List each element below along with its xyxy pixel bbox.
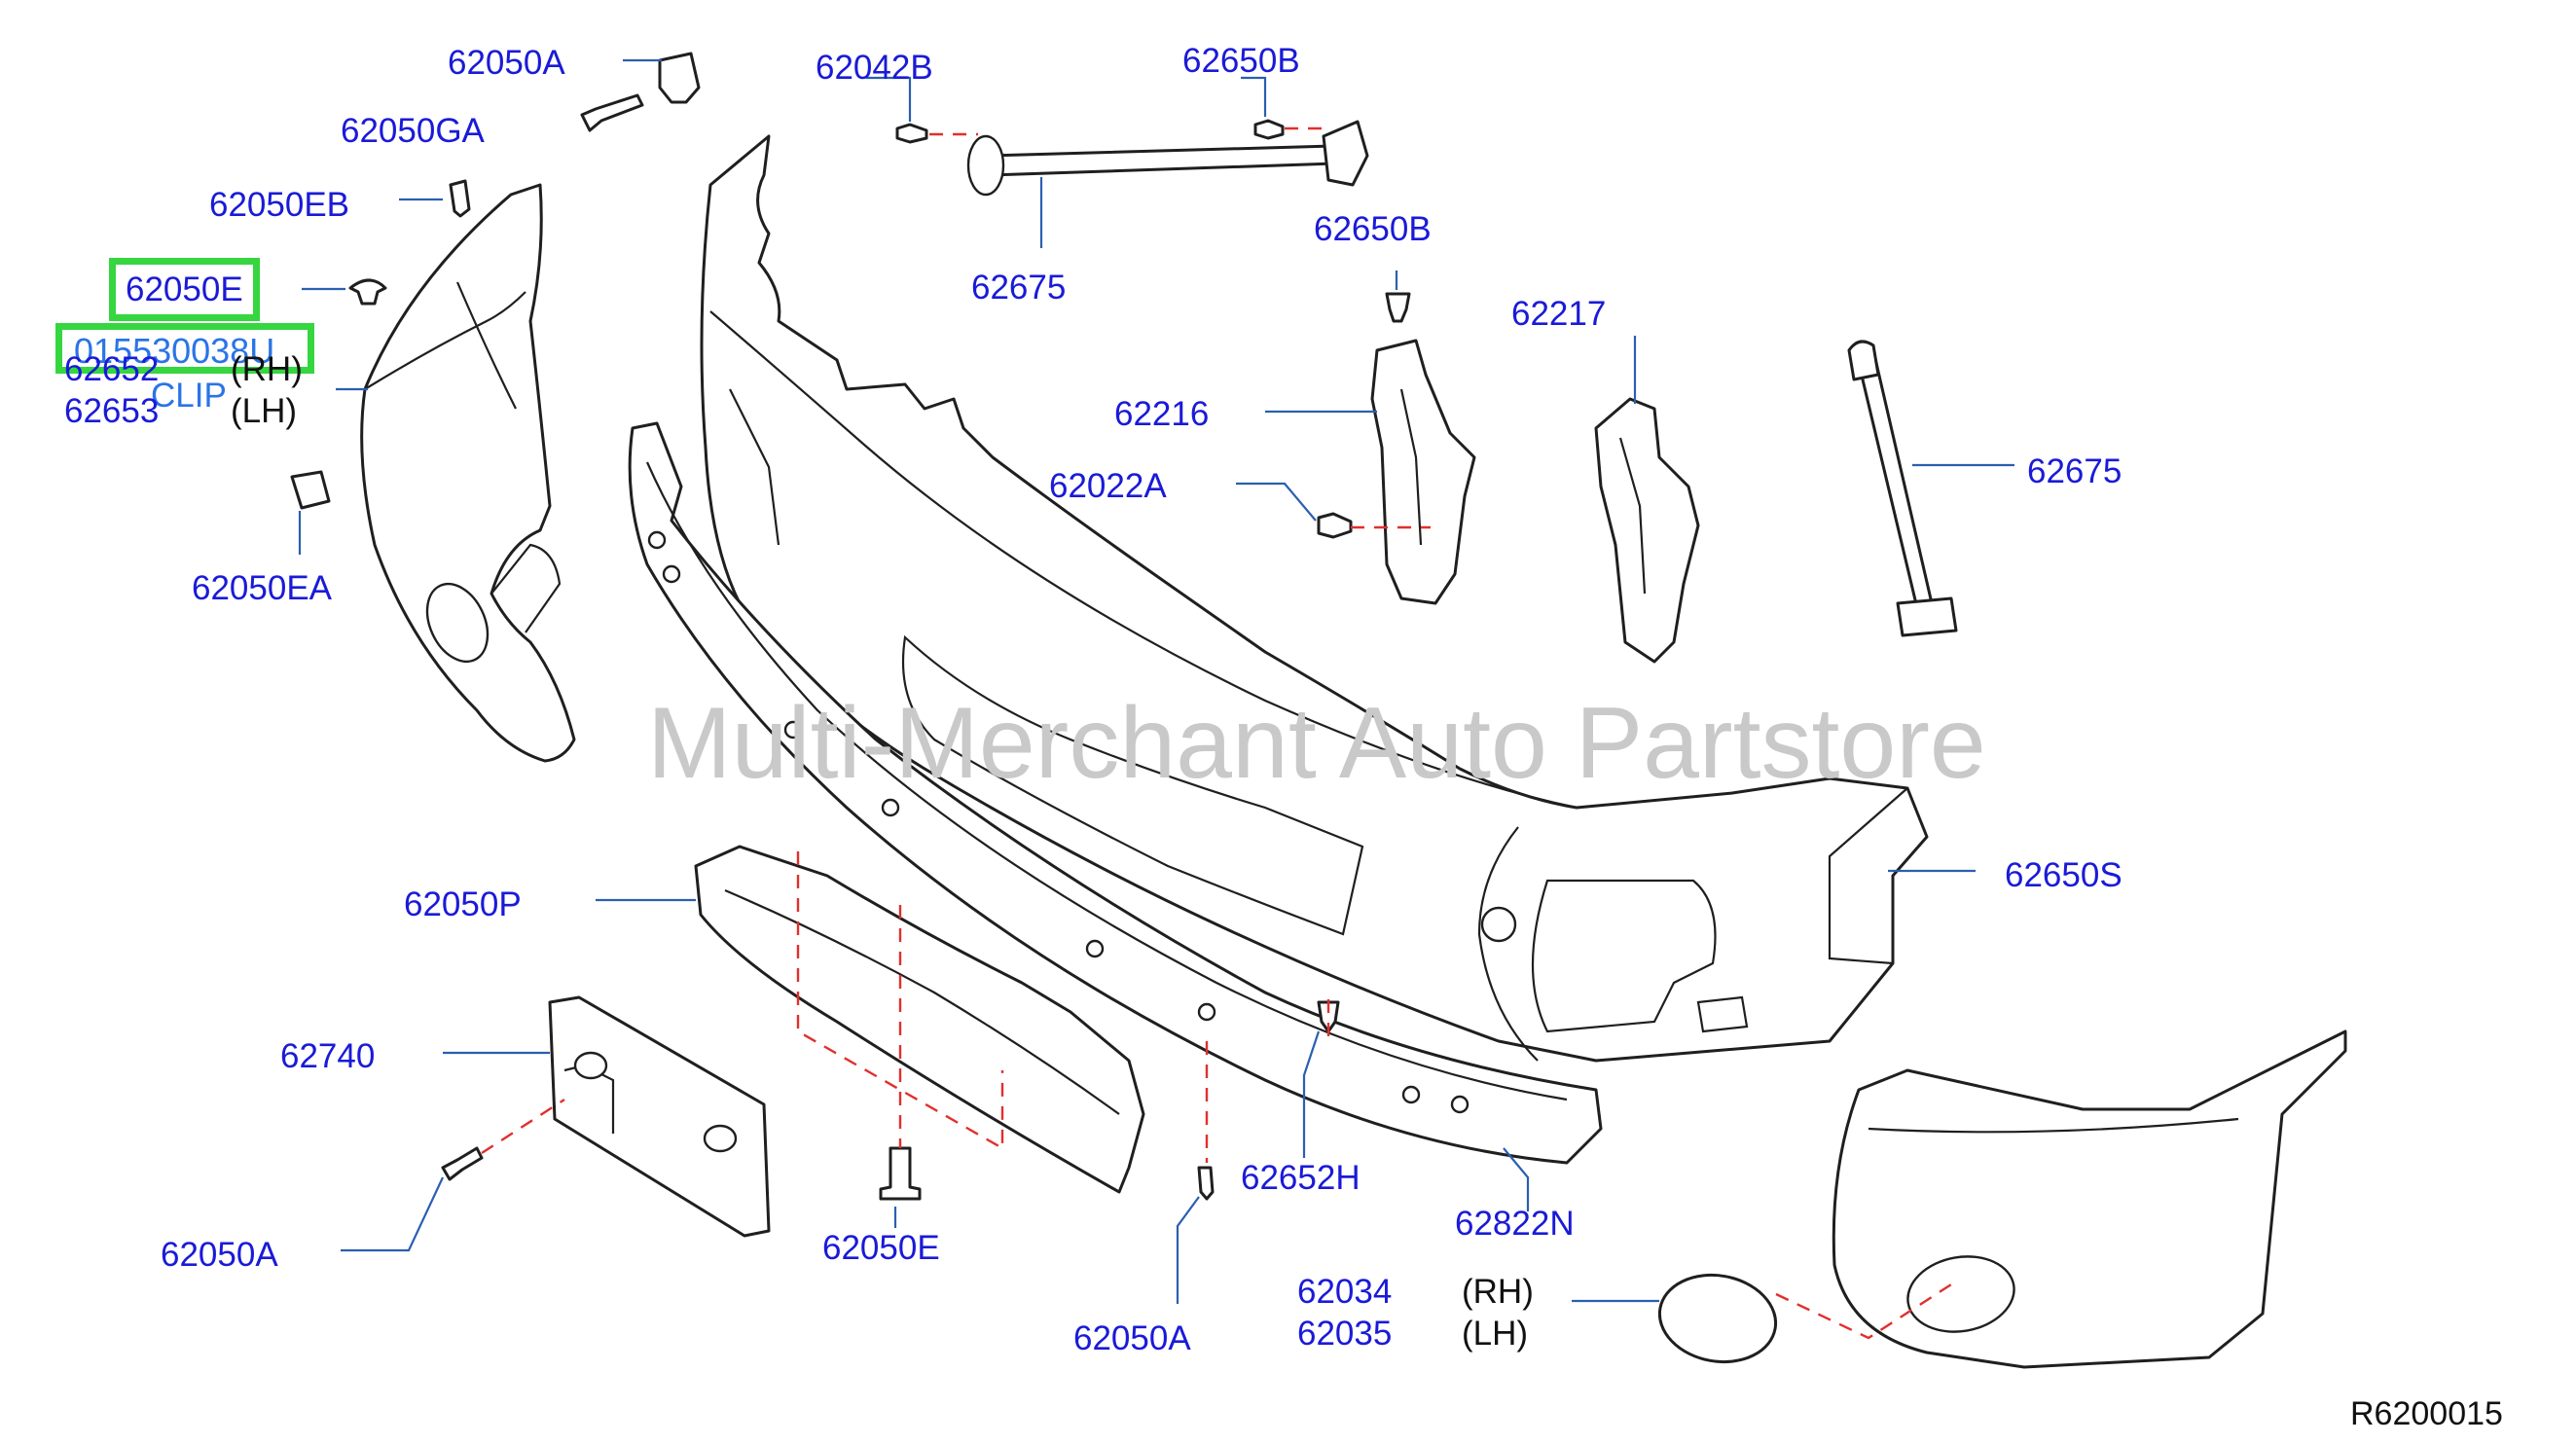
part-label-62050A-bottom[interactable]: 62050A: [1073, 1319, 1191, 1357]
fastener-icons: [290, 52, 1411, 1201]
license-plate-bracket-part: [548, 995, 771, 1238]
part-label-62050GA[interactable]: 62050GA: [341, 112, 485, 150]
main-bumper-reinforcement-part: [700, 134, 1929, 1063]
part-label-62217[interactable]: 62217: [1511, 295, 1607, 333]
part-label-62042B[interactable]: 62042B: [816, 49, 933, 87]
part-label-62675-top[interactable]: 62675: [971, 269, 1067, 307]
part-label-62822N[interactable]: 62822N: [1455, 1205, 1575, 1243]
vertical-stay-part: [1847, 340, 1958, 637]
lower-grille-panel-part: [694, 845, 1145, 1194]
diagram-reference-code: R6200015: [2350, 1395, 2503, 1432]
label-lh-left: (LH): [231, 392, 298, 430]
part-label-62740[interactable]: 62740: [280, 1037, 376, 1075]
part-label-62675-right[interactable]: 62675: [2027, 452, 2122, 490]
lower-valance-strip-part: [628, 421, 1603, 1165]
part-label-62050P[interactable]: 62050P: [404, 885, 522, 923]
label-rh-left: (RH): [231, 350, 303, 388]
part-label-62050EB[interactable]: 62050EB: [209, 186, 350, 224]
label-lh-right: (LH): [1462, 1315, 1529, 1353]
part-label-62650B-mid[interactable]: 62650B: [1314, 210, 1432, 248]
label-clip: CLIP: [151, 377, 227, 415]
dashed-alignment-lines: [481, 126, 1952, 1340]
part-label-62650B-top[interactable]: 62650B: [1182, 42, 1300, 80]
part-label-62652H[interactable]: 62652H: [1241, 1159, 1361, 1197]
part-label-015530038U[interactable]: 015530038U: [74, 331, 275, 371]
part-label-62050E-bottom[interactable]: 62050E: [822, 1229, 940, 1267]
part-label-62034[interactable]: 62034: [1297, 1273, 1393, 1311]
watermark-text: Multi-Merchant Auto Partstore: [647, 687, 1986, 800]
part-label-62050A-left[interactable]: 62050A: [161, 1236, 278, 1274]
part-label-62650S[interactable]: 62650S: [2005, 856, 2122, 894]
part-label-62653[interactable]: 62653: [64, 392, 160, 430]
part-label-62050EA[interactable]: 62050EA: [192, 569, 333, 607]
label-rh-right: (RH): [1462, 1273, 1534, 1311]
leader-lines: [298, 58, 2014, 1304]
part-label-62050E-top-highlighted[interactable]: 62050E: [109, 258, 260, 321]
bracket-62217-part: [1594, 397, 1700, 664]
fog-lamp-cover-part: [1657, 1273, 1778, 1364]
left-side-panel-part: [360, 183, 576, 763]
horizontal-stay-part: [966, 120, 1369, 197]
bracket-62216-part: [1370, 339, 1476, 605]
part-label-62022A[interactable]: 62022A: [1049, 467, 1167, 505]
part-label-62035[interactable]: 62035: [1297, 1315, 1393, 1353]
highlight-box-015530038U: [55, 323, 314, 374]
part-label-62216[interactable]: 62216: [1114, 395, 1210, 433]
right-corner-cover-part: [1832, 1029, 2347, 1369]
part-label-62050A-top[interactable]: 62050A: [448, 44, 565, 82]
part-label-62652[interactable]: 62652: [64, 350, 160, 388]
